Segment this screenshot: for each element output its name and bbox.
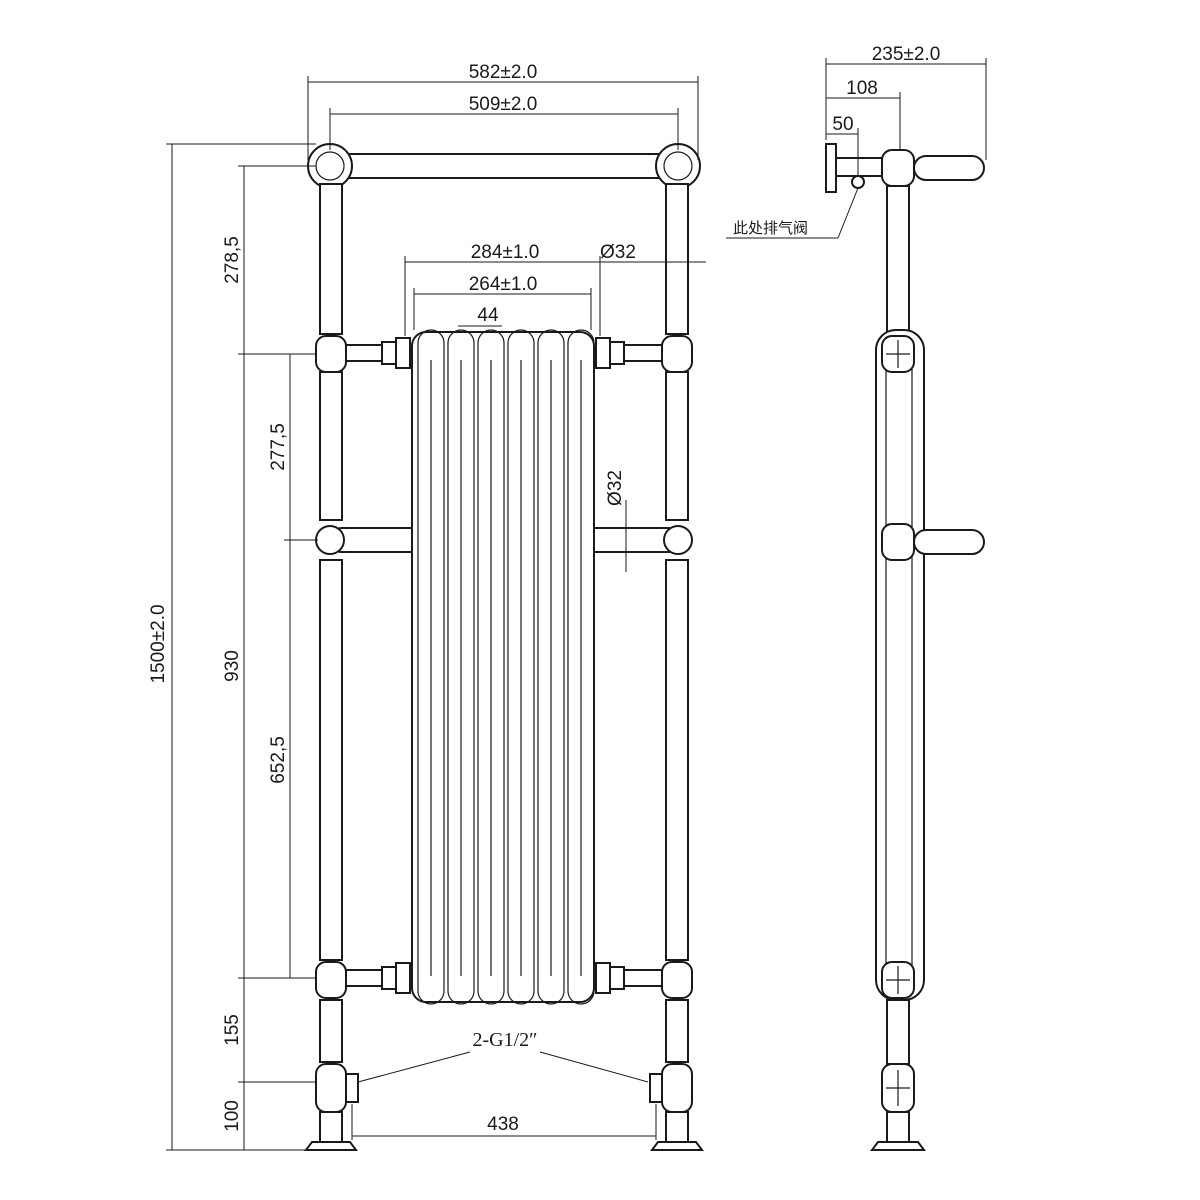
dim-column-pitch: 44 [477, 305, 499, 326]
dim-side-depth-wall: 50 [832, 114, 853, 135]
front-view [304, 143, 704, 1151]
dim-connection-thread: 2-G1/2″ [473, 1029, 538, 1051]
dim-top-rail-to-radiator: 278,5 [222, 236, 243, 284]
dim-overall-width: 582±2.0 [469, 62, 538, 83]
dim-radiator-height: 930 [222, 650, 243, 682]
top-rail [307, 143, 701, 189]
dim-radiator-inner-width: 264±1.0 [469, 274, 538, 295]
side-view [825, 143, 985, 1151]
bleed-valve-note: 此处排气阀 [733, 219, 808, 237]
dim-side-depth-mid: 108 [846, 78, 878, 99]
side-dimensions [726, 58, 987, 239]
left-post [304, 183, 358, 1151]
dim-top-pipe-diameter: Ø32 [600, 242, 636, 263]
right-post [650, 183, 704, 1151]
dim-lower-section: 652,5 [268, 736, 289, 784]
dim-upper-section: 277,5 [268, 423, 289, 471]
dim-radiator-outer-width: 284±1.0 [471, 242, 540, 263]
radiator-columns [411, 329, 595, 1005]
dim-side-depth-total: 235±2.0 [872, 44, 941, 65]
front-dimensions [166, 76, 706, 1151]
dimension-labels: 582±2.0 509±2.0 284±1.0 Ø32 264±1.0 44 Ø… [148, 44, 940, 1135]
dim-connection-spacing: 438 [487, 1114, 519, 1135]
dim-overall-height: 1500±2.0 [148, 604, 169, 683]
dim-foot-height: 100 [222, 1100, 243, 1132]
dim-inner-width: 509±2.0 [469, 94, 538, 115]
dim-middle-pipe-diameter: Ø32 [605, 470, 626, 506]
dim-lower-connection: 155 [222, 1014, 243, 1046]
radiator-connectors [345, 337, 663, 1103]
